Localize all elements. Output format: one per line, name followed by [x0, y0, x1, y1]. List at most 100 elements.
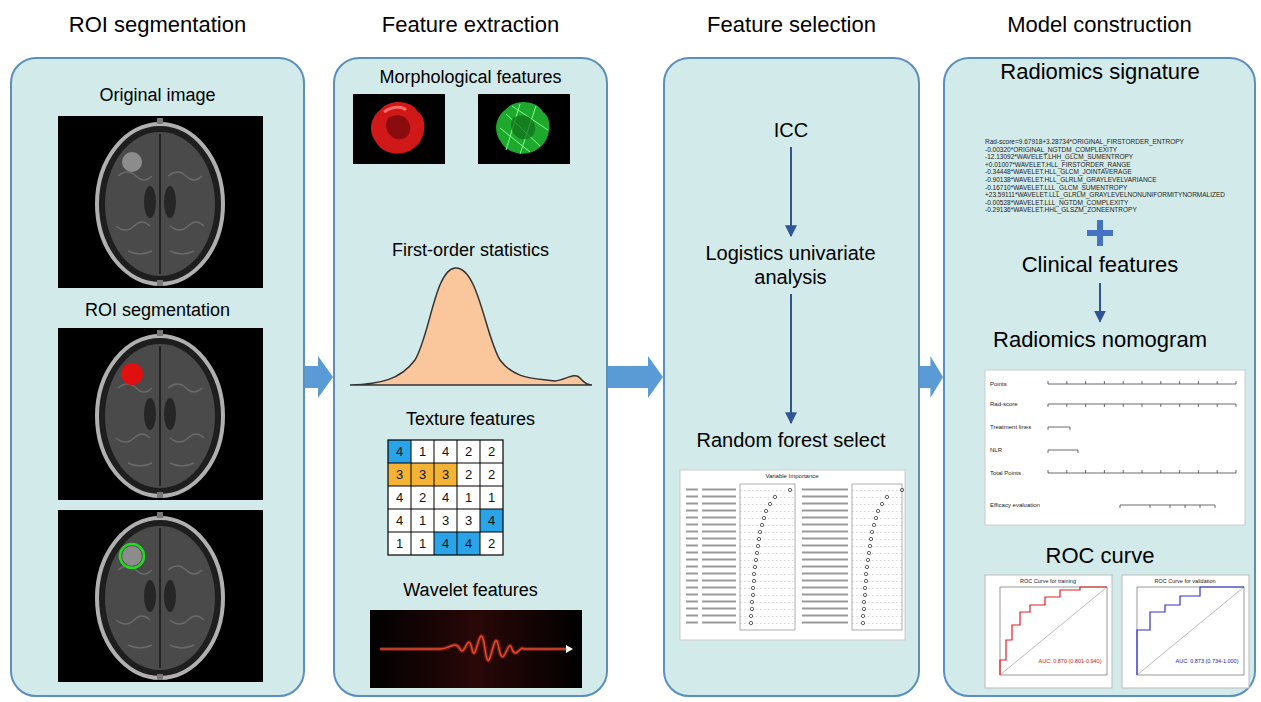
importance-plot	[680, 470, 905, 640]
step-label: Clinical features	[1021, 252, 1179, 278]
formula-line: -0.00320*ORIGINAL_NGTDM_COMPLEXITY	[985, 146, 1117, 153]
formula-line: -0.29136*WAVELET.HHL_GLSZM_ZONEENTROPY	[985, 206, 1137, 213]
matrix-value: 4	[442, 444, 449, 458]
panel-heading: Feature extraction	[335, 12, 606, 37]
flow-arrow	[790, 294, 792, 423]
plot-title: ROC Curve for validation	[1154, 578, 1215, 584]
step-node: Radiomics signature	[994, 56, 1207, 88]
importance-plot	[680, 470, 905, 640]
matrix-value: 1	[419, 536, 426, 550]
plot-title: Variable Importance	[765, 473, 818, 480]
formula-line: Rad-score=9.67918+3.28734*ORIGINAL_FIRST…	[985, 138, 1184, 145]
roc-charts	[1000, 587, 1107, 675]
importance-plot	[740, 487, 795, 627]
step-label: Radiomics nomogram	[993, 327, 1208, 353]
flow-arrow	[790, 147, 792, 236]
panel-heading: Feature selection	[665, 12, 918, 37]
formula-line: +0.01007*WAVELET.HLL_FIRSTORDER_RANGE	[985, 161, 1131, 168]
roc-charts	[985, 575, 1249, 688]
panel-heading: ROI segmentation	[12, 12, 303, 37]
histogram-curve	[350, 268, 592, 385]
morphology-renders	[511, 115, 535, 139]
flow-arrow	[305, 356, 333, 398]
roc-charts	[1000, 587, 1107, 675]
panel-label: Wavelet features	[335, 580, 606, 601]
flow-arrow	[920, 356, 943, 398]
step-node: Random forest select	[690, 425, 892, 455]
step-node: Clinical features	[1015, 249, 1185, 281]
matrix-value: 4	[396, 490, 403, 504]
panel-label: Original image	[12, 85, 303, 106]
auc-value: AUC: 0.873 (0.734-1.000)	[1175, 658, 1240, 664]
mri-images	[58, 328, 263, 500]
axis-name: Efficacy evaluation	[990, 502, 1040, 509]
mri-images	[120, 544, 144, 568]
matrix-value: 2	[465, 467, 472, 481]
axis-name: Points	[990, 381, 1007, 388]
mri-images	[58, 510, 263, 682]
matrix-value: 4	[465, 536, 472, 550]
wavelet-image	[380, 636, 566, 660]
flow-arrow	[608, 356, 663, 398]
step-node: ICC	[767, 115, 815, 145]
matrix-value: 3	[396, 467, 403, 481]
morphology-renders	[386, 115, 410, 139]
morphology-renders	[384, 107, 406, 112]
mri-images	[58, 116, 263, 288]
matrix-value: 1	[419, 513, 426, 527]
texture-matrix	[388, 440, 503, 555]
step-node: Logistics univariate analysis	[685, 238, 898, 292]
wavelet-image	[566, 645, 573, 653]
importance-plot	[686, 487, 736, 627]
step-label: Radiomics signature	[1000, 59, 1201, 85]
formula-line: -12.13092*WAVELET.LHH_GLCM_SUMENTROPY	[985, 153, 1133, 160]
panel-label: First-order statistics	[335, 240, 606, 261]
matrix-value: 4	[396, 444, 403, 458]
roc-charts	[1000, 587, 1107, 675]
stage-panel: ROI segmentationOriginal imageROI segmen…	[10, 57, 305, 697]
importance-plot	[852, 484, 902, 630]
axis-name: Total Points	[990, 470, 1021, 477]
matrix-value: 2	[465, 444, 472, 458]
texture-matrix	[388, 440, 411, 463]
importance-plot	[740, 484, 795, 630]
matrix-value: 4	[442, 490, 449, 504]
mri-images	[58, 116, 263, 682]
morphology-renders	[353, 94, 570, 164]
texture-matrix	[388, 463, 457, 486]
wavelet-image	[370, 610, 582, 688]
matrix-value: 3	[442, 467, 449, 481]
nomogram-chart	[1048, 381, 1236, 508]
formula-line: +23.59111*WAVELET.LLL_GLRLM_GRAYLEVELNON…	[985, 191, 1225, 198]
matrix-value: 2	[488, 467, 495, 481]
step-label: ICC	[773, 118, 809, 142]
roc-charts	[1122, 575, 1249, 688]
formula-line: -0.90138*WAVELET.HLL_GLRLM_GRAYLEVELVARI…	[985, 176, 1157, 183]
panel-label: Morphological features	[335, 67, 606, 88]
matrix-value: 1	[488, 490, 495, 504]
formula-line: -0.00528*WAVELET.LLL_NGTDM_COMPLEXITY	[985, 199, 1128, 206]
panel-label: ROI segmentation	[12, 300, 303, 321]
panel-label: Texture features	[335, 409, 606, 430]
plus-symbol	[1087, 220, 1113, 246]
nomogram-chart	[985, 370, 1245, 525]
texture-matrix	[388, 440, 503, 555]
morphology-renders	[496, 102, 549, 154]
step-node: Radiomics nomogram	[987, 324, 1214, 356]
matrix-value: 4	[488, 513, 495, 527]
matrix-value: 2	[488, 536, 495, 550]
mri-images	[121, 363, 143, 385]
axis-name: NLR	[990, 447, 1002, 454]
wavelet-image	[370, 610, 582, 688]
step-node: ROC curve	[1039, 540, 1161, 572]
stage-panel: Model constructionRadiomics signatureCli…	[943, 57, 1256, 697]
texture-matrix	[434, 532, 480, 555]
importance-plot	[751, 490, 790, 623]
stage-panel: Feature selectionICCLogistics univariate…	[663, 57, 920, 697]
matrix-value: 2	[488, 444, 495, 458]
texture-matrix	[388, 440, 503, 555]
nomogram-chart	[985, 370, 1245, 525]
flow-arrow	[1099, 283, 1101, 322]
histogram-curve	[350, 268, 592, 385]
